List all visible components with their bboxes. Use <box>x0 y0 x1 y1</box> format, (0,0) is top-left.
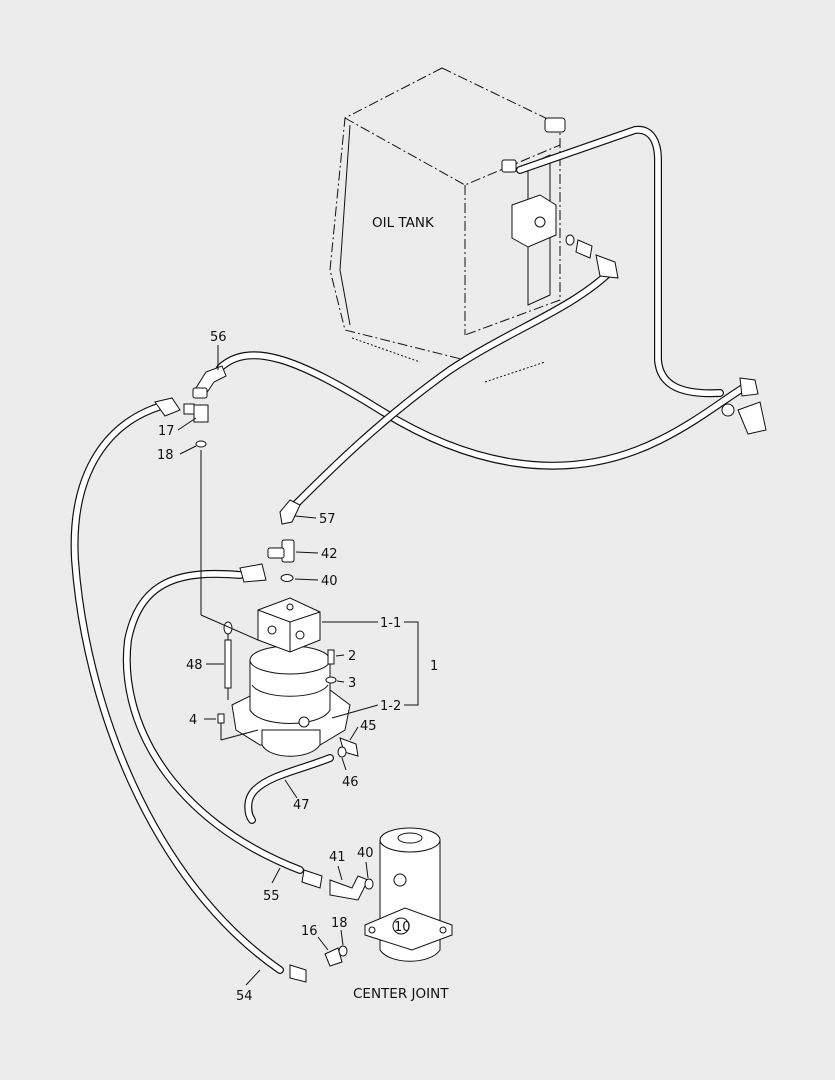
hose-54 <box>70 401 284 974</box>
label-54: 54 <box>236 989 253 1004</box>
oil-tank <box>329 67 566 383</box>
label-10: 10 <box>394 920 411 935</box>
label-46: 46 <box>342 775 359 790</box>
hose-55 <box>122 569 304 874</box>
swing-motor <box>217 597 359 758</box>
label-1-1: 1-1 <box>380 616 401 631</box>
labels: OIL TANK CENTER JOINT 56 17 18 57 42 40 … <box>157 215 449 1004</box>
label-1-2: 1-2 <box>380 699 401 714</box>
label-40-lower: 40 <box>357 846 374 861</box>
label-57: 57 <box>319 512 336 527</box>
label-47: 47 <box>293 798 310 813</box>
hose-56 <box>216 351 752 470</box>
label-45: 45 <box>360 719 377 734</box>
label-18-lower: 18 <box>331 916 348 931</box>
label-17: 17 <box>158 424 175 439</box>
leader-lines <box>177 345 419 986</box>
center-joint <box>289 827 453 983</box>
label-center-joint: CENTER JOINT <box>353 986 449 1002</box>
label-56: 56 <box>210 330 227 345</box>
label-48: 48 <box>186 658 203 673</box>
hose-57 <box>291 268 614 509</box>
label-2: 2 <box>348 649 356 664</box>
label-55: 55 <box>263 889 280 904</box>
label-1: 1 <box>430 659 438 674</box>
label-18-upper: 18 <box>157 448 174 463</box>
label-3: 3 <box>348 676 356 691</box>
label-oil-tank: OIL TANK <box>372 215 435 231</box>
label-4: 4 <box>189 713 197 728</box>
fittings <box>154 234 767 583</box>
label-40-upper: 40 <box>321 574 338 589</box>
label-16: 16 <box>301 924 318 939</box>
label-42: 42 <box>321 547 338 562</box>
hose-47 <box>244 754 334 824</box>
hose-upper-right <box>516 125 724 398</box>
label-41: 41 <box>329 850 346 865</box>
